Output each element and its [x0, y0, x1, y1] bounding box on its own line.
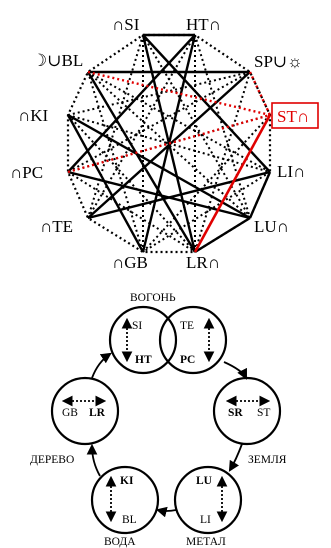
- solid-edges: [66, 33, 272, 254]
- node-label-lu: LU∩: [254, 217, 289, 236]
- element-label-earth: ЗЕМЛЯ: [248, 454, 287, 466]
- dodecagon-diagram: ∩SI HT∩ SP∪☼ ST∩ LI∩ LU∩ LR∩ ∩GB ∩TE ∩PC…: [10, 15, 319, 272]
- node-label-te: ∩TE: [40, 217, 73, 236]
- node-label-ht: HT∩: [186, 15, 221, 34]
- fire-circle-right: [158, 305, 228, 375]
- fire-circle-left: [108, 305, 178, 375]
- water-circle: [90, 465, 160, 535]
- inner-label-sr: SR: [228, 407, 243, 419]
- node-label-gb: ∩GB: [112, 253, 148, 272]
- cycle-arrow-fire-earth: [223, 361, 247, 380]
- node-label-pc: ∩PC: [10, 163, 43, 182]
- wood-circle: [50, 376, 120, 446]
- inner-label-pc: PC: [180, 354, 195, 366]
- element-label-water: ВОДА: [104, 536, 136, 548]
- inner-label-si: SI: [132, 320, 142, 332]
- cycle-arrow-wood-fire: [91, 352, 112, 379]
- cycle-arrow-metal-water: [155, 506, 177, 518]
- inner-label-lu: LU: [196, 475, 213, 487]
- inner-label-bl: BL: [122, 514, 137, 526]
- five-elements-diagram: ВОГОНЬ SI TE HT PC SR ST ЗЕМЛЯ LU LI МЕТ…: [30, 292, 287, 548]
- element-label-fire: ВОГОНЬ: [130, 292, 176, 304]
- node-label-si: ∩SI: [112, 15, 140, 34]
- dotted-edges: [67, 34, 271, 253]
- node-label-bl: ☽∪BL: [32, 51, 83, 70]
- node-label-li: LI∩: [277, 162, 305, 181]
- cycle-arrow-earth-metal: [228, 443, 243, 472]
- element-label-wood: ДЕРЕВО: [30, 454, 74, 466]
- earth-circle: [212, 376, 282, 446]
- inner-label-gb: GB: [62, 407, 78, 419]
- node-label-ki: ∩KI: [18, 106, 49, 125]
- metal-circle: [173, 465, 243, 535]
- cycle-arrow-water-wood: [86, 443, 101, 477]
- inner-label-st: ST: [257, 407, 270, 419]
- red-edges: [67, 70, 272, 253]
- node-label-lr: LR∩: [186, 253, 220, 272]
- inner-label-li: LI: [200, 514, 211, 526]
- inner-label-ht: HT: [135, 354, 152, 366]
- node-box-st: [271, 102, 319, 129]
- inner-label-lr: LR: [89, 407, 106, 419]
- inner-label-te: TE: [180, 320, 194, 332]
- node-label-st: ST∩: [277, 107, 309, 126]
- node-label-sp: SP∪☼: [254, 52, 303, 71]
- element-label-metal: МЕТАЛ: [186, 536, 226, 548]
- inner-label-ki: KI: [120, 475, 134, 487]
